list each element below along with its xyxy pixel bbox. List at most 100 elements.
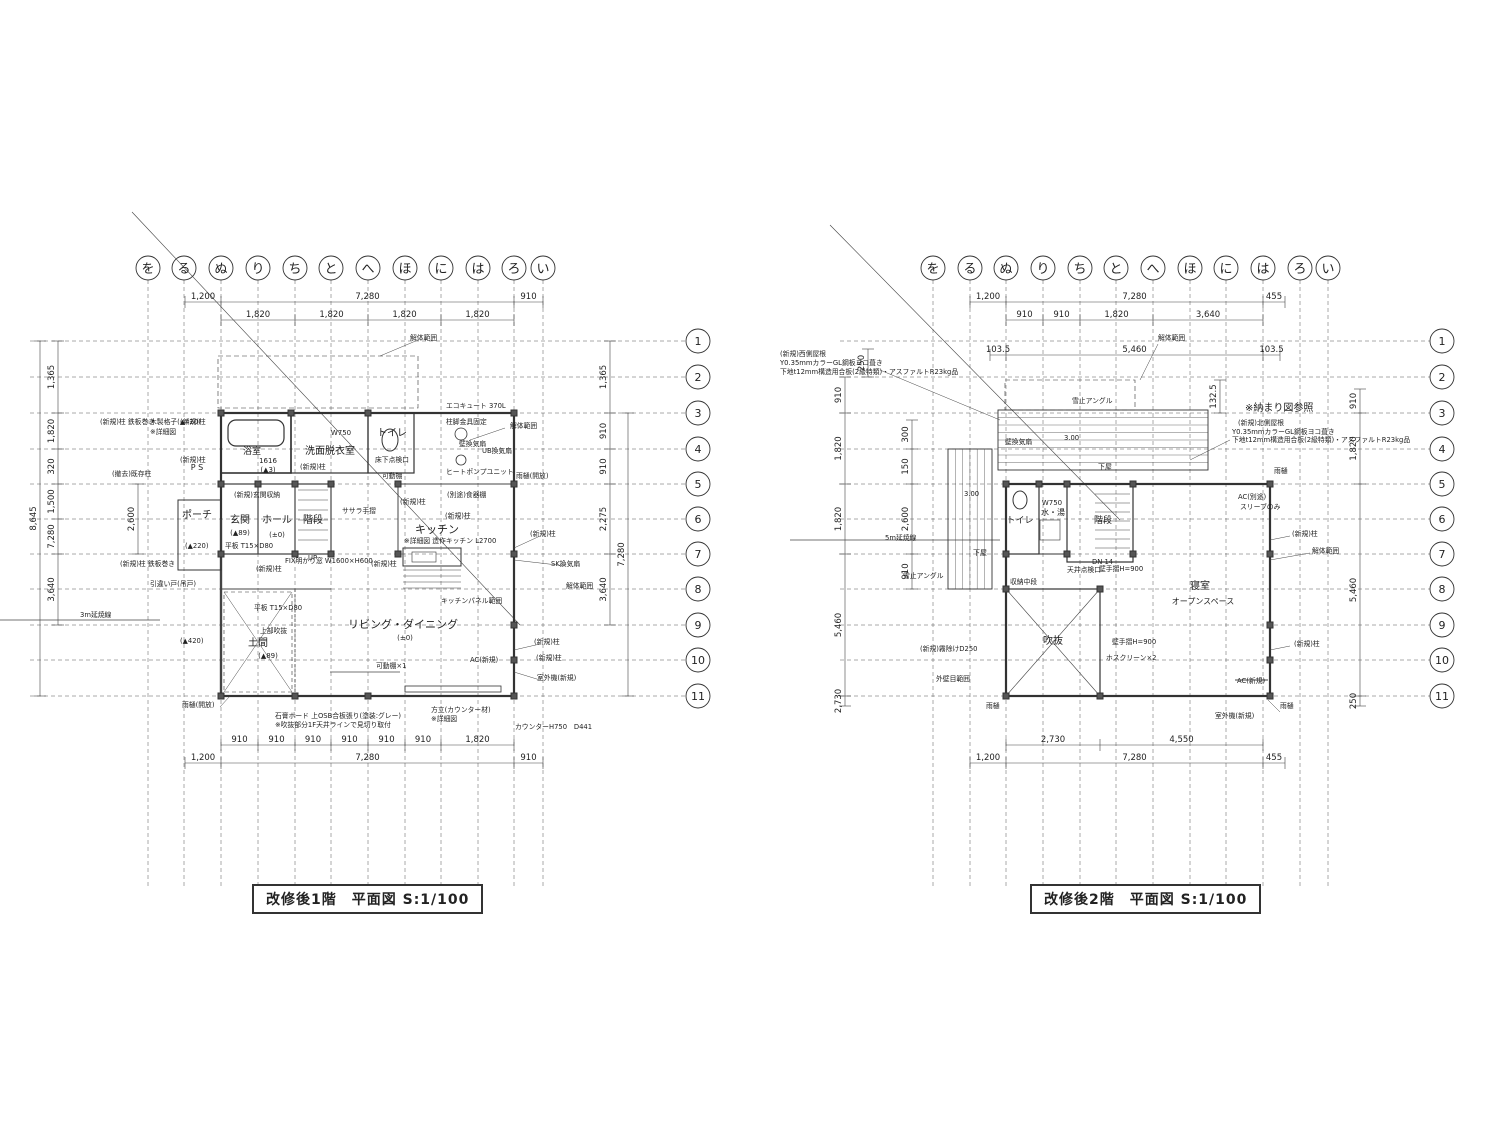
room-label: オープンスペース	[1172, 597, 1234, 606]
annotation-note: カウンターH750 D441	[515, 722, 592, 731]
annotation-note: 解体範囲	[410, 333, 437, 342]
annotation-note: 3m延焼線	[80, 610, 112, 619]
annotation-note: 3.00	[1064, 434, 1079, 442]
annotation-note: 床下点検口	[375, 455, 409, 464]
grid-col-label: に	[1219, 262, 1232, 277]
grid-row-label: 7	[1439, 548, 1446, 561]
dim-bottom-sub-value: 910	[415, 735, 431, 745]
void-diagonal	[1005, 588, 1101, 697]
dim-left-mid-value: 3,640	[47, 577, 57, 601]
annotation-note: 雪止アングル	[903, 571, 944, 580]
grid-col-label: ろ	[507, 262, 520, 277]
annotation-note: 壁換気扇	[459, 439, 486, 448]
grid-col-label: に	[434, 262, 447, 277]
leader-line	[1269, 552, 1311, 561]
grid-row-bubble	[685, 612, 711, 638]
room-label: (±0)	[397, 634, 413, 642]
annotation-note: Y0.35mmカラーGL鋼板ヨコ葺き	[1231, 427, 1335, 436]
grid-row-bubble	[685, 400, 711, 426]
grid-row-bubble	[685, 683, 711, 709]
annotation-note: 天井点検口	[1067, 565, 1101, 574]
eco-cute-tank	[454, 427, 468, 441]
dim-top-overall-value: 910	[520, 292, 536, 302]
annotation-note: 雨樋(開放)	[516, 471, 549, 480]
dim-left-inner-value: 150	[901, 458, 911, 474]
annotation-note: エコキュート 370L	[446, 402, 506, 410]
stair-wall	[1066, 483, 1134, 563]
grid-col-label: ぬ	[999, 262, 1012, 277]
annotation-note: Y0.35mmカラーGL鋼板ヨコ葺き	[779, 358, 883, 367]
annotation-note: UB換気扇	[482, 446, 512, 455]
dim-bottom-sub-value: 910	[378, 735, 394, 745]
dim-bottom-overall-value: 1,200	[191, 753, 215, 763]
grid-row-bubble	[685, 506, 711, 532]
grid-row-bubble	[685, 541, 711, 567]
void-diagonal	[223, 591, 293, 693]
column-marker	[291, 480, 299, 488]
dim-left-inner-value: 300	[901, 426, 911, 442]
annotation-note: AC(新規)	[470, 655, 499, 664]
dim-bottom-sub-value: 2,730	[1041, 735, 1065, 745]
annotation-note: 平板 T15×D80	[254, 603, 302, 612]
dim-bottom-overall-value: 7,280	[1122, 753, 1146, 763]
column-marker	[1002, 585, 1010, 593]
annotation-note: 上部吹抜	[260, 626, 287, 635]
annotation-note: 引違い戸(吊戸)	[150, 579, 196, 588]
room-label: (▲89)	[230, 529, 250, 537]
room-label: 浴室	[243, 445, 261, 457]
grid-col-label: へ	[1146, 262, 1159, 277]
dim-left-outer-value: 2,730	[834, 689, 844, 713]
annotation-note: 方立(カウンター材)	[431, 705, 491, 714]
column-marker	[327, 550, 335, 558]
annotation-note: 収納中段	[1010, 577, 1037, 586]
dim-top-sub-value: 910	[1053, 310, 1069, 320]
annotation-note: 解体範囲	[1312, 546, 1339, 555]
dim-bottom-sub-value: 1,820	[465, 735, 489, 745]
column-marker	[287, 409, 295, 417]
dim-right-inner-value: 2,275	[599, 507, 609, 531]
grid-col-label: い	[536, 262, 549, 277]
heat-pump-unit	[455, 454, 467, 466]
column-marker	[510, 621, 518, 629]
annotation-note: 木製格子(▲420)	[150, 417, 201, 426]
grid-col-label: を	[141, 262, 154, 277]
grid-col-label: は	[1256, 262, 1269, 277]
grid-col-label: と	[324, 262, 337, 277]
dim-right-outer-value: 7,280	[617, 542, 627, 566]
column-marker	[364, 409, 372, 417]
column-marker	[1002, 480, 1010, 488]
room-label: キッチン	[415, 523, 459, 536]
grid-row-label: 1	[695, 335, 702, 348]
dim-left-mid-value: 320	[47, 458, 57, 474]
annotation-note: (新規)柱	[536, 653, 562, 662]
column-marker	[1096, 585, 1104, 593]
column-marker	[1002, 692, 1010, 700]
room-label: 1616	[259, 457, 277, 465]
column-marker	[1063, 550, 1071, 558]
ceiling-access-hatch	[1039, 519, 1061, 541]
leader-line	[1189, 439, 1231, 461]
dim-top-sub-value: 1,820	[319, 310, 343, 320]
grid-col-label: る	[963, 262, 976, 277]
column-marker	[364, 692, 372, 700]
annotation-note: (新規)北側屋根	[1238, 418, 1284, 427]
dim-left-outer-value: 1,820	[834, 436, 844, 460]
annotation-note: (別途)食器棚	[447, 490, 486, 499]
grid-row-bubble	[685, 364, 711, 390]
annotation-note: 室外機(新規)	[537, 673, 577, 682]
column-marker	[394, 480, 402, 488]
counter-top	[404, 685, 502, 693]
leader-line	[513, 643, 541, 651]
dim-left-outer-value: 8,645	[29, 506, 39, 530]
open-void	[1005, 588, 1101, 697]
dim-bottom-overall-value: 7,280	[355, 753, 379, 763]
dim-bottom-sub-value: 4,550	[1169, 735, 1193, 745]
annotation-note: (撤去)既存柱	[112, 469, 151, 478]
grid-row-label: 4	[695, 443, 702, 456]
plan2-title: 改修後2階 平面図 S:1/100	[1030, 884, 1262, 914]
dim-left-mid-value: 1,500	[47, 489, 57, 513]
leader-line	[1269, 535, 1291, 541]
dim-left-mid-value: 1,365	[47, 365, 57, 389]
column-marker	[1096, 692, 1104, 700]
